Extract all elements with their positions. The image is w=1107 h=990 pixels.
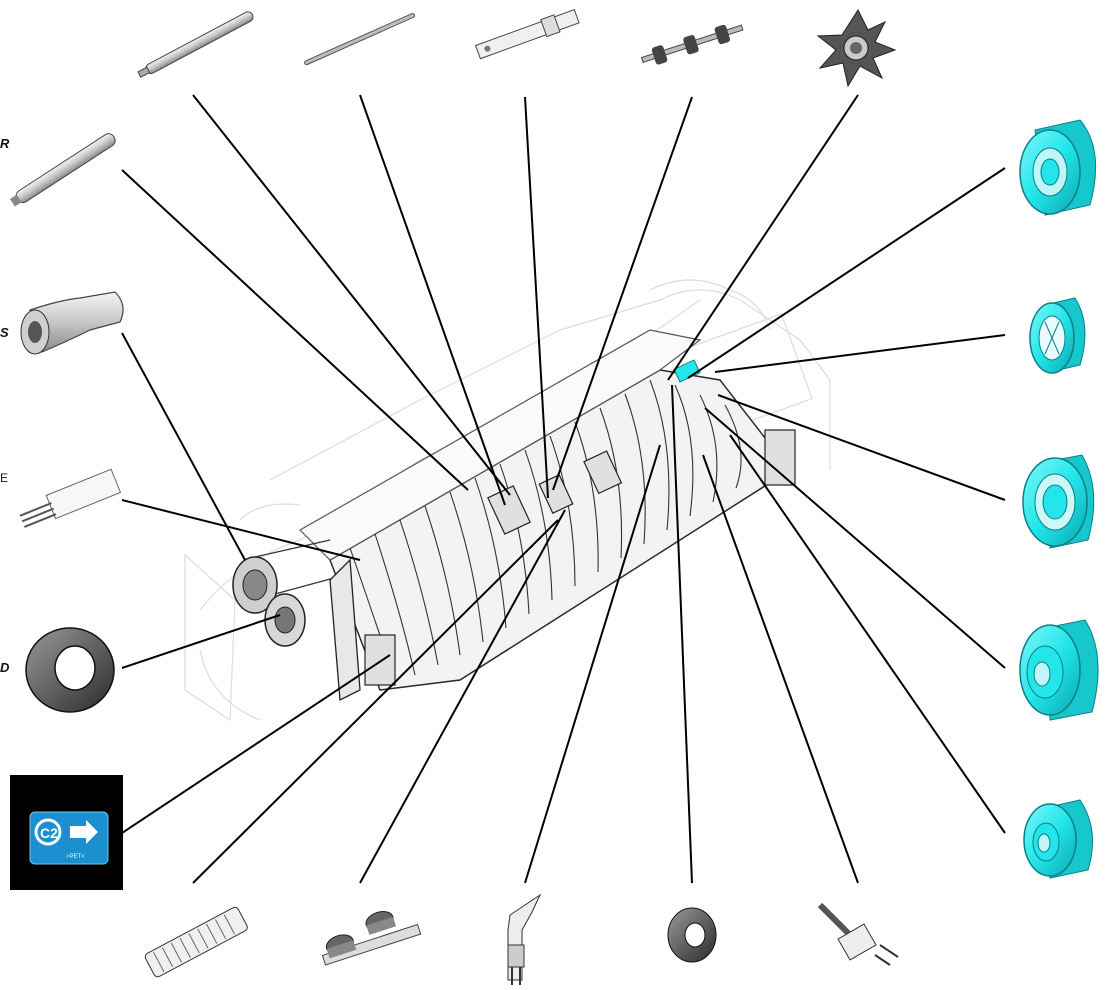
fuser-assembly <box>185 280 830 720</box>
right-bearing-1-part <box>1020 120 1096 215</box>
top-thin-shaft-part <box>304 13 415 65</box>
right-bearing-2-part <box>1030 298 1085 373</box>
top-rod-part <box>137 10 255 79</box>
bottom-thermostat-pair-part <box>315 902 421 965</box>
top-gear-star-part <box>818 10 895 86</box>
top-roller-shaft-part <box>640 19 745 69</box>
right-bearing-5-part <box>1024 800 1093 878</box>
right-bearing-3-part <box>1023 455 1094 548</box>
left-washer-ring-part <box>26 628 114 712</box>
badge-sub-text: >PET< <box>66 854 85 860</box>
left-roller-rod-part <box>9 131 118 208</box>
left-sensor-strip-part <box>17 469 121 530</box>
edge-label-d: D <box>0 660 10 675</box>
edge-label-s: S <box>0 325 9 340</box>
c2-pet-badge: C2 >PET< <box>10 775 123 890</box>
right-bearing-4-part <box>1020 620 1098 720</box>
edge-label-r: R <box>0 136 10 151</box>
bottom-heater-element-part <box>144 906 249 978</box>
bottom-thermistor-probe-part <box>508 895 540 985</box>
top-bracket-part <box>475 8 580 61</box>
bottom-switch-lever-part <box>820 905 898 965</box>
edge-label-e: E <box>0 471 8 485</box>
bottom-small-ring-part <box>668 908 716 962</box>
left-sleeve-part <box>21 292 123 354</box>
badge-logo-text: C2 <box>40 825 58 841</box>
